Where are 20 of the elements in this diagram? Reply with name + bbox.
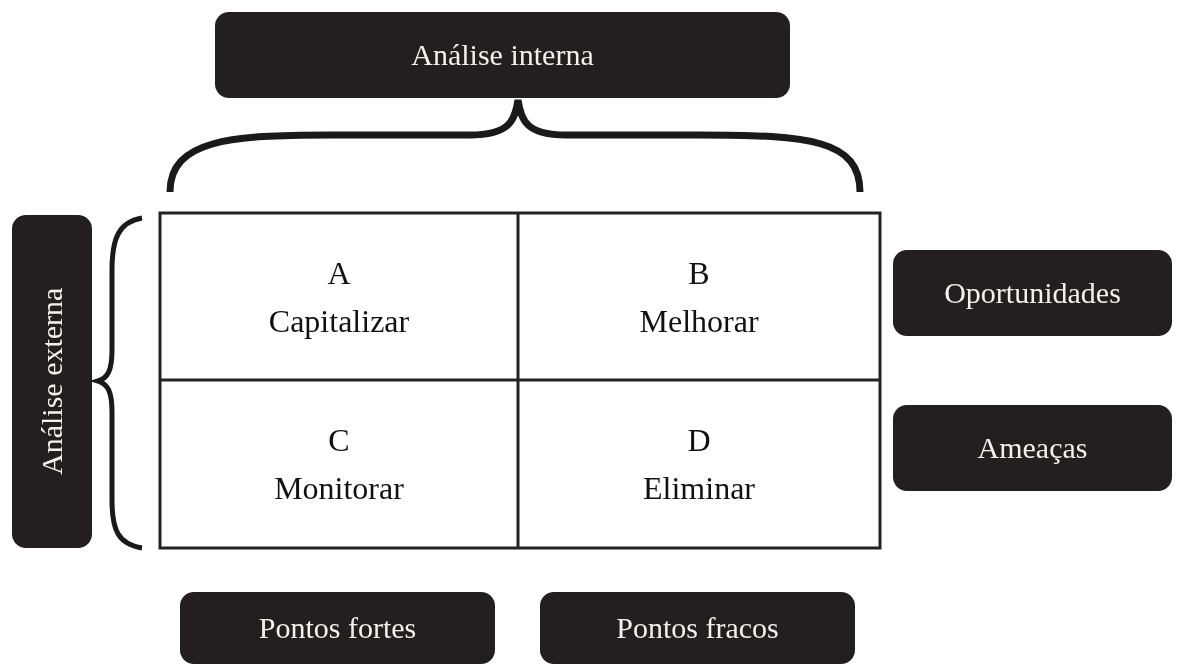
heading: Pontos fracos [616,611,779,645]
heading: Ameaças [977,431,1088,465]
quadrant-label: Monitorar [274,469,404,508]
heading: Oportunidades [944,276,1121,310]
label-box [540,592,855,664]
heading: Pontos fortes [258,611,417,645]
heading: Análise interna [411,38,594,72]
quadrant-label: Eliminar [643,469,755,508]
label-box [893,405,1172,491]
label-box [215,12,790,98]
quadrant-letter: D [687,421,711,460]
label-box [12,215,92,548]
quadrant-label: Melhorar [639,301,759,341]
quadrant-letter: B [688,253,710,293]
quadrant-label: Capitalizar [268,301,410,341]
label-box [180,592,495,664]
quadrant-letter: A [327,253,351,293]
label-box [893,250,1172,336]
quadrant-letter: C [328,421,350,460]
heading: Análise externa [35,287,69,476]
